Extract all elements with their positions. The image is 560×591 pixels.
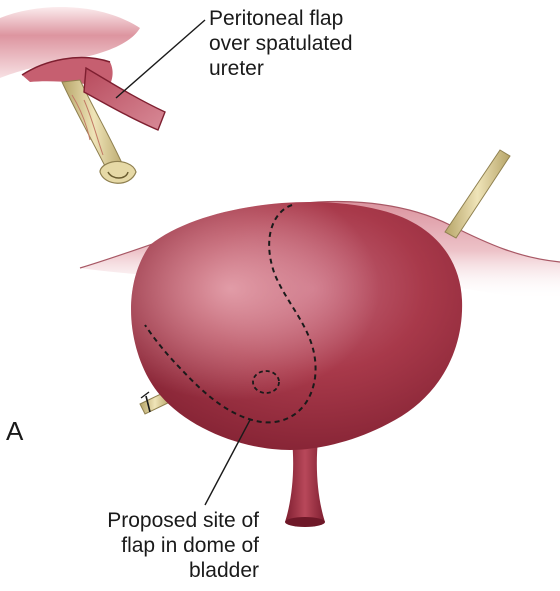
bladder-neck: [285, 440, 325, 527]
bladder-dome: [131, 202, 463, 450]
leader-line-proposed: [204, 419, 251, 506]
label-proposed-line-2: flap in dome of: [121, 534, 259, 557]
right-ureter: [444, 149, 511, 239]
label-peritoneal-flap: Peritoneal flap over spatulated ureter: [209, 6, 353, 81]
label-peritoneal-line-3: ureter: [209, 57, 264, 80]
inset-peritoneal-flap: [0, 7, 166, 184]
label-proposed-line-3: bladder: [188, 559, 259, 582]
label-peritoneal-line-2: over spatulated: [209, 32, 353, 55]
label-proposed-line-1: Proposed site of: [107, 509, 259, 532]
label-peritoneal-line-1: Peritoneal flap: [209, 7, 344, 30]
proposed-flap-incision: [144, 204, 317, 424]
label-proposed-site: Proposed site of flap in dome of bladder: [107, 508, 259, 583]
panel-letter: A: [6, 416, 24, 446]
leader-line-peritoneal: [115, 19, 206, 99]
